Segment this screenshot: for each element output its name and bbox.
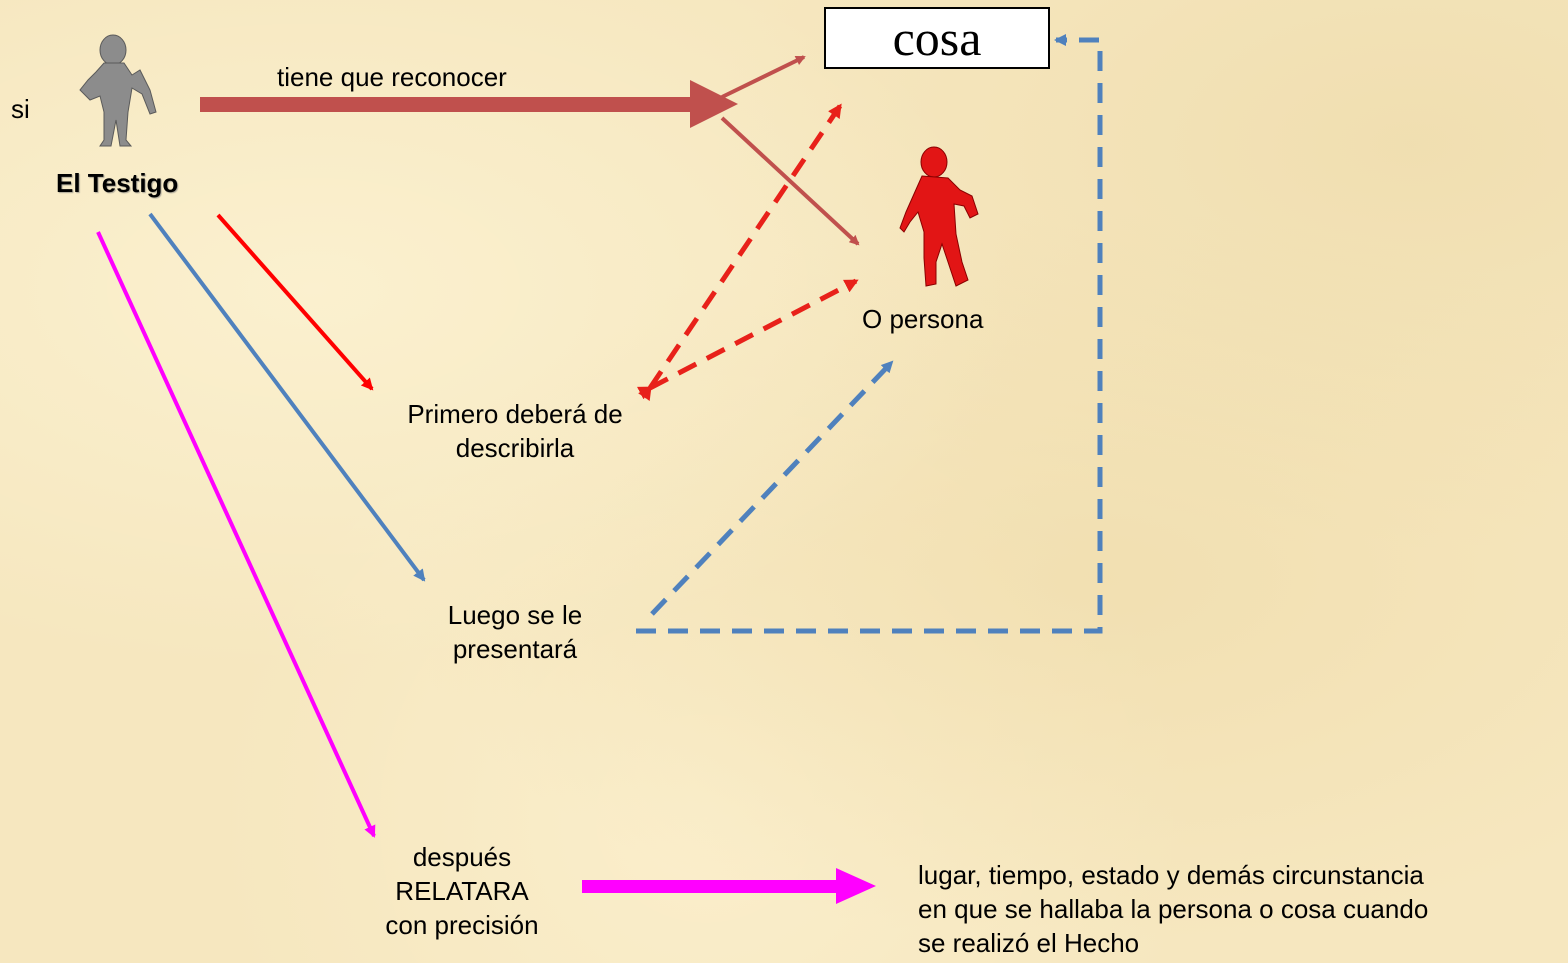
- label-primero-line1: Primero deberá de: [407, 399, 623, 429]
- label-despues-line2: RELATARA: [395, 876, 529, 906]
- brown-arrow-to-persona: [720, 116, 860, 246]
- label-despues-line3: con precisión: [385, 910, 539, 940]
- magenta-arrow-to-relate: [96, 231, 376, 838]
- brown-arrow-to-cosa: [721, 55, 806, 99]
- label-circunstancias-line3: se realizó el Hecho: [918, 928, 1140, 958]
- red-arrow-to-describe: [216, 213, 374, 391]
- label-luego-line1: Luego se le: [447, 600, 583, 630]
- blue-dashed-path-cosa: [636, 34, 1103, 634]
- witness-figure-icon: [79, 34, 157, 147]
- blue-dashed-arrow-persona: [650, 360, 894, 616]
- big-magenta-arrow: [582, 868, 876, 904]
- label-si: si: [11, 94, 30, 124]
- label-el-testigo: El Testigo: [56, 168, 179, 198]
- red-dashed-arrow-cosa: [638, 103, 843, 402]
- blue-arrow-to-present: [148, 212, 426, 582]
- label-circunstancias-line2: en que se hallaba la persona o cosa cuan…: [918, 894, 1429, 924]
- label-luego: Luego se le presentará: [420, 598, 610, 666]
- label-despues-line1: después: [412, 842, 512, 872]
- label-despues: después RELATARA con precisión: [352, 840, 572, 942]
- red-dashed-arrow-persona: [637, 278, 859, 400]
- label-luego-line2: presentará: [452, 634, 578, 664]
- label-tiene-que-reconocer: tiene que reconocer: [277, 62, 507, 92]
- label-circunstancias-line1: lugar, tiempo, estado y demás circunstan…: [918, 860, 1424, 890]
- label-primero: Primero deberá de describirla: [360, 397, 670, 465]
- person-figure-icon: [899, 146, 979, 287]
- label-circunstancias: lugar, tiempo, estado y demás circunstan…: [918, 858, 1428, 960]
- cosa-box: cosa: [824, 7, 1050, 69]
- label-primero-line2: describirla: [455, 433, 575, 463]
- label-o-persona: O persona: [862, 304, 984, 334]
